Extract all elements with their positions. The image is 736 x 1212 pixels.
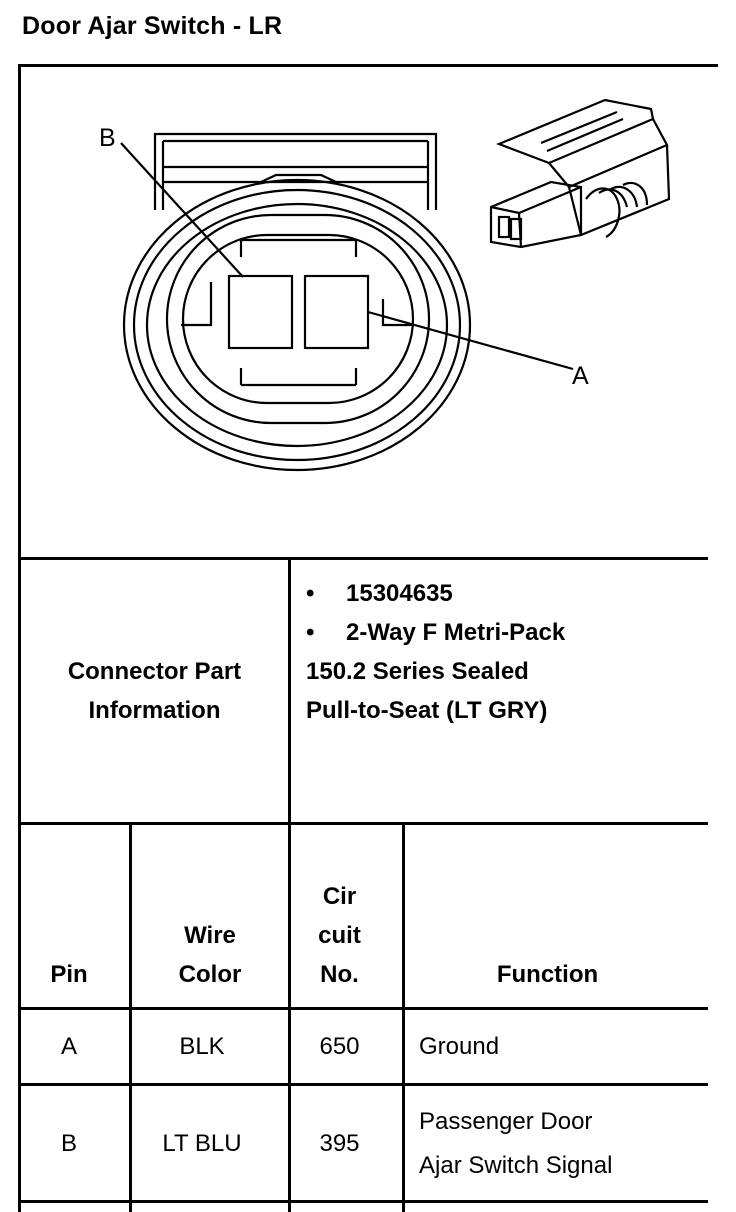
list-item: •2-Way F Metri-Pack bbox=[306, 619, 566, 646]
connector-detail: 150.2 Series Sealed bbox=[306, 658, 529, 685]
table-row-color: BLK bbox=[179, 1033, 225, 1060]
header-wire-color: Wire Color bbox=[178, 922, 242, 988]
header-pin: Pin bbox=[50, 961, 88, 988]
header-circuit: Cir cuit No. bbox=[318, 883, 361, 988]
terminal-b bbox=[227, 274, 294, 350]
connector-3d-view bbox=[489, 98, 671, 249]
connector-label-line: Connector Part bbox=[67, 658, 242, 685]
terminal-a bbox=[303, 274, 370, 350]
connector-detail: Pull-to-Seat (LT GRY) bbox=[306, 697, 548, 724]
table-row-circuit: 395 bbox=[319, 1130, 360, 1157]
divider bbox=[18, 557, 708, 560]
list-item: •15304635 bbox=[306, 580, 453, 607]
table-row-pin: A bbox=[60, 1033, 77, 1060]
label-a: A bbox=[572, 362, 589, 390]
table-row-circuit: 650 bbox=[319, 1033, 360, 1060]
label-b: B bbox=[99, 124, 116, 152]
table-row-color: LT BLU bbox=[162, 1130, 242, 1157]
connector-label: Connector Part Information bbox=[21, 652, 288, 730]
divider bbox=[129, 822, 132, 1212]
table-frame bbox=[18, 64, 718, 1212]
divider bbox=[18, 1007, 708, 1010]
page-title: Door Ajar Switch - LR bbox=[22, 12, 283, 40]
divider bbox=[18, 1200, 708, 1203]
table-row-function: Passenger Door Ajar Switch Signal bbox=[419, 1108, 613, 1179]
connector-info: •15304635 •2-Way F Metri-Pack 150.2 Seri… bbox=[306, 574, 706, 730]
table-row-function: Ground bbox=[419, 1033, 500, 1060]
divider bbox=[288, 557, 291, 1212]
divider bbox=[18, 822, 708, 825]
connector-label-line: Information bbox=[88, 697, 221, 724]
divider bbox=[18, 1083, 708, 1086]
header-function: Function bbox=[496, 961, 599, 988]
divider bbox=[402, 822, 405, 1212]
connector-latch bbox=[153, 132, 438, 210]
table-row-pin: B bbox=[60, 1130, 77, 1157]
connector-outer-shell bbox=[122, 178, 472, 472]
connector-diagram: B A bbox=[99, 98, 671, 472]
